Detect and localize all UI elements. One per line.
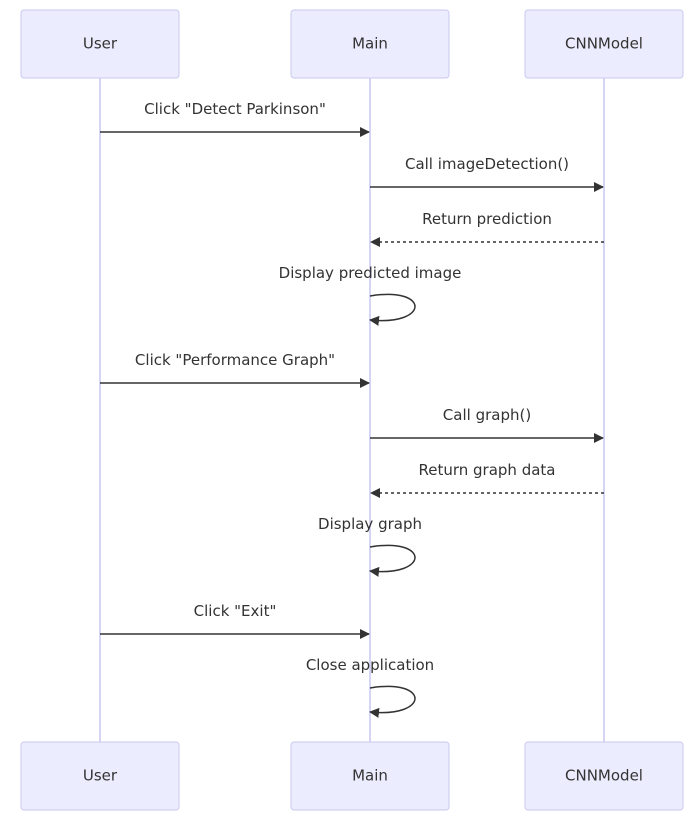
message-9: Click "Exit": [100, 602, 370, 639]
message-label: Display graph: [318, 515, 422, 533]
message-10: Close application: [306, 656, 434, 718]
actor-box: [524, 741, 684, 811]
actor-main-top: Main: [290, 9, 450, 79]
message-label: Click "Exit": [194, 602, 277, 620]
message-label: Display predicted image: [279, 264, 462, 282]
actor-user-top: User: [20, 9, 180, 79]
actor-label: Main: [352, 767, 388, 785]
actor-box: [524, 9, 684, 79]
message-7: Return graph data: [370, 461, 604, 498]
actor-box: [20, 9, 180, 79]
self-message-arrow: [369, 685, 416, 718]
actor-label: CNNModel: [565, 35, 643, 53]
message-8: Display graph: [318, 515, 422, 577]
actor-box: [290, 9, 450, 79]
self-message-arrow: [369, 544, 416, 577]
actor-box: [20, 741, 180, 811]
message-5: Click "Performance Graph": [100, 351, 370, 388]
message-label: Close application: [306, 656, 434, 674]
actor-label: User: [83, 767, 118, 785]
actor-cnn-bottom: CNNModel: [524, 741, 684, 811]
actor-main-bottom: Main: [290, 741, 450, 811]
message-1: Click "Detect Parkinson": [100, 100, 370, 137]
message-3: Return prediction: [370, 210, 604, 247]
actor-box: [290, 741, 450, 811]
actor-label: User: [83, 35, 118, 53]
message-label: Call graph(): [443, 406, 531, 424]
message-2: Call imageDetection(): [370, 155, 604, 192]
actor-user-bottom: User: [20, 741, 180, 811]
actor-label: CNNModel: [565, 767, 643, 785]
message-label: Call imageDetection(): [405, 155, 569, 173]
self-message-arrow: [369, 293, 416, 326]
message-label: Click "Detect Parkinson": [144, 100, 326, 118]
actor-label: Main: [352, 35, 388, 53]
message-6: Call graph(): [370, 406, 604, 443]
message-label: Click "Performance Graph": [135, 351, 335, 369]
message-label: Return graph data: [418, 461, 555, 479]
message-label: Return prediction: [422, 210, 552, 228]
message-4: Display predicted image: [279, 264, 462, 326]
actor-cnn-top: CNNModel: [524, 9, 684, 79]
